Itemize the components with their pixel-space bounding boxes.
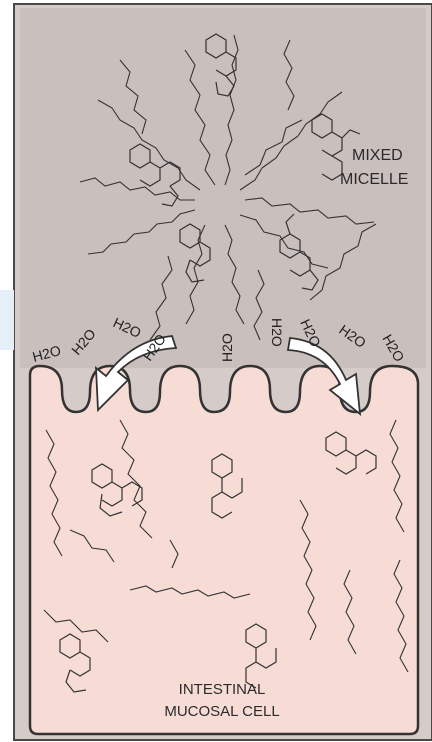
micelle-label-line1: MIXED <box>352 147 403 164</box>
water-label: H2O <box>269 318 285 347</box>
slide-band <box>0 290 14 350</box>
micelle-background <box>20 8 426 368</box>
cell-label-line1: INTESTINAL <box>179 681 266 698</box>
micelle-label-line2: MICELLE <box>340 171 408 188</box>
cell-label-line2: MUCOSAL CELL <box>164 703 279 720</box>
mucosal-cell <box>30 366 418 734</box>
water-label: H2O <box>219 333 235 362</box>
